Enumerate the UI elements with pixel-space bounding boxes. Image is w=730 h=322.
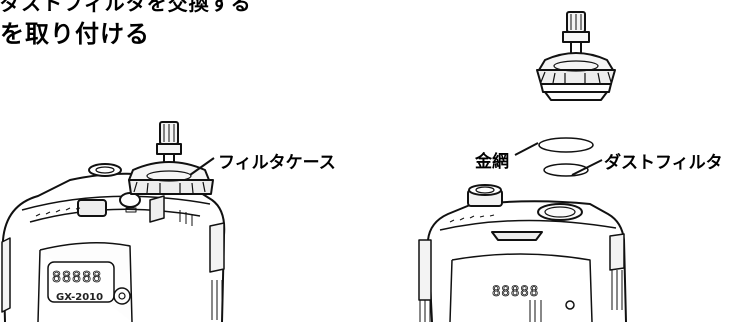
dust-filter-leader xyxy=(571,159,603,176)
clipped-top-text: ダストフィルタを交換する xyxy=(0,0,252,15)
device-left xyxy=(1,163,226,322)
dust-filter-disc xyxy=(543,163,589,177)
left-display-digits: 88888 xyxy=(52,268,102,286)
wire-mesh-disc xyxy=(538,137,594,153)
section-heading: を取り付ける xyxy=(0,20,150,48)
dust-filter-label: ダストフィルタ xyxy=(604,153,723,173)
left-model-text: GX-2010 xyxy=(56,292,103,303)
wire-mesh-label: 金網 xyxy=(475,152,509,172)
right-display-digits: 88888 xyxy=(492,284,539,300)
filter-case-attached xyxy=(128,121,214,195)
filter-case-detached xyxy=(536,11,616,101)
wire-mesh-leader xyxy=(514,142,539,156)
filter-case-leader xyxy=(189,157,215,176)
device-right xyxy=(418,184,627,322)
filter-case-label: フィルタケース xyxy=(218,153,336,173)
